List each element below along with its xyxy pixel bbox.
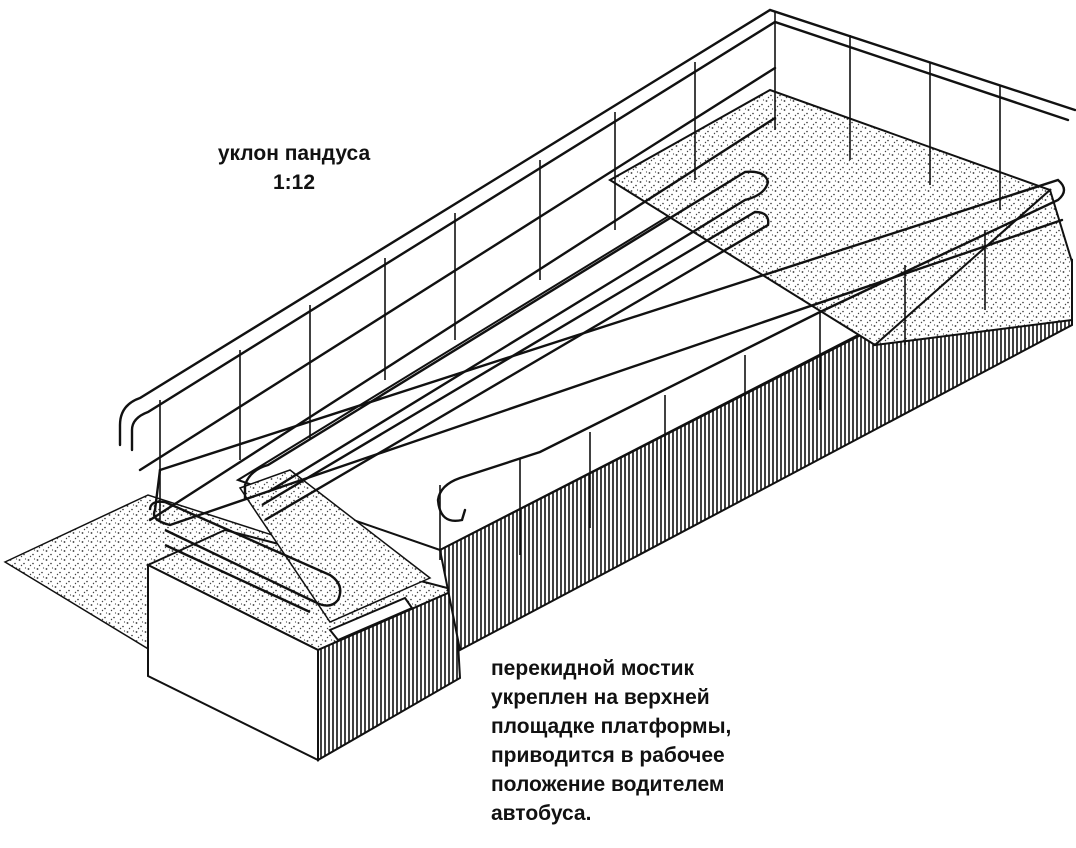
ramp-slope-label: уклон пандуса 1:12 <box>200 139 388 197</box>
folding-bridge <box>328 596 414 642</box>
middle-handrail <box>243 170 770 522</box>
upper-landing-edge <box>871 188 1073 347</box>
slope-ratio: 1:12 <box>272 171 316 194</box>
back-rail-posts <box>159 12 1001 520</box>
bridge-note-line: автобуса. <box>491 802 592 825</box>
bridge-note-line: площадке платформы, <box>491 715 732 738</box>
bridge-note-line: приводится в рабочее <box>491 744 725 767</box>
bridge-note-line: перекидной мостик <box>491 657 695 680</box>
bridge-note: перекидной мостик укреплен на верхней пл… <box>491 654 731 828</box>
bridge-note-line: укреплен на верхней <box>491 686 710 709</box>
back-railing <box>118 8 1076 522</box>
slope-title: уклон пандуса <box>217 142 371 165</box>
lower-curl-handrail <box>148 500 342 614</box>
bridge-note-line: положение водителем <box>491 773 725 796</box>
front-rail-posts <box>439 230 986 560</box>
